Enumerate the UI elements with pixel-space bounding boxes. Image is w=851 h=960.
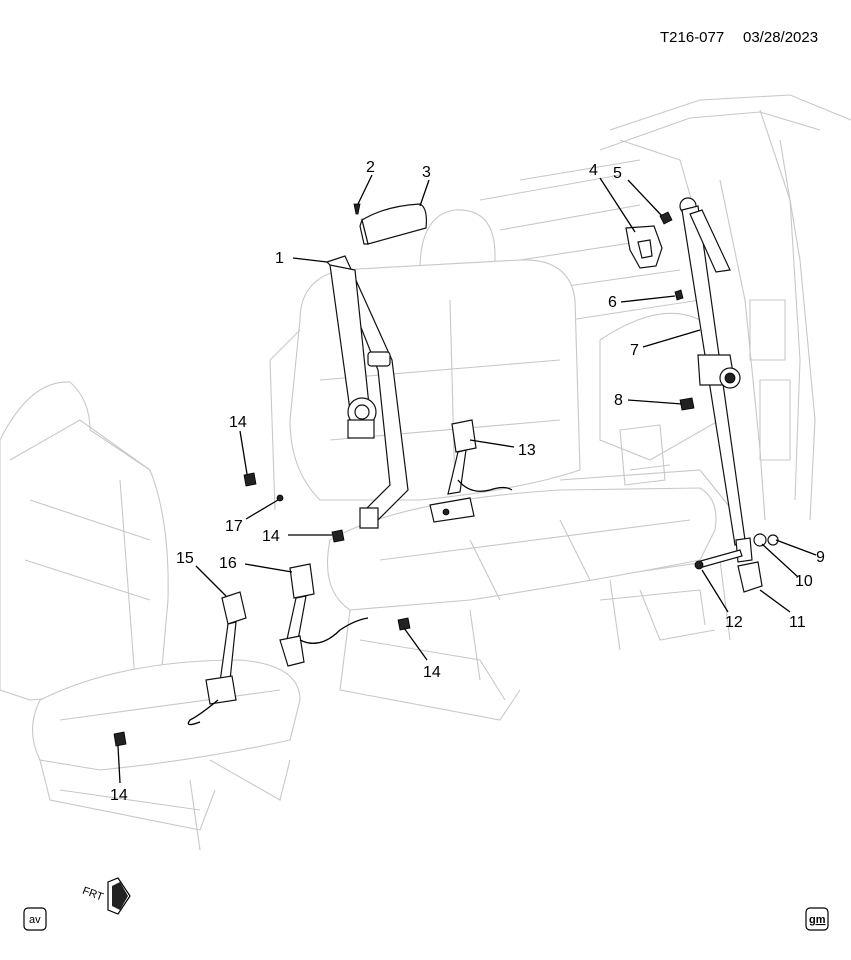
drawing-id: T216-077 (660, 29, 724, 46)
callout-14: 14 (229, 414, 247, 431)
front-seat-illustration (0, 381, 301, 851)
badge-gm: gm (805, 907, 829, 931)
callout-5: 5 (613, 165, 622, 182)
callout-8: 8 (614, 392, 623, 409)
callout-3: 3 (422, 164, 431, 181)
drawing-date: 03/28/2023 (743, 29, 818, 46)
callout-11: 11 (789, 614, 806, 631)
buckle-15-part (187, 591, 247, 726)
bolts (113, 472, 411, 747)
callout-6: 6 (608, 294, 617, 311)
callout-10: 10 (795, 573, 813, 590)
callout-7: 7 (630, 342, 639, 359)
callout-4: 4 (589, 162, 598, 179)
callout-17: 17 (225, 518, 243, 535)
callout-13: 13 (518, 442, 536, 459)
svg-text:gm: gm (809, 914, 826, 926)
callout-12: 12 (725, 614, 743, 631)
badge-av: av (23, 907, 47, 931)
callout-2: 2 (366, 159, 375, 176)
front-direction-arrow: FRT (81, 877, 131, 915)
callout-15: 15 (176, 550, 194, 567)
center-buckle-part (429, 419, 513, 523)
right-belt-assembly (679, 197, 779, 593)
callout-16: 16 (219, 555, 237, 572)
trim-cover-part (353, 203, 427, 245)
svg-text:av: av (29, 914, 41, 926)
center-belt-assembly (325, 255, 409, 529)
callout-1: 1 (275, 250, 284, 267)
front-label: FRT (81, 885, 105, 904)
buckle-16-part (279, 563, 369, 667)
leader-lines (117, 174, 817, 784)
callout-14: 14 (110, 787, 128, 804)
callout-numbers: 1 2 3 4 5 6 7 8 9 10 11 12 13 14 14 14 1… (110, 159, 825, 804)
callout-14: 14 (262, 528, 280, 545)
callout-9: 9 (816, 549, 825, 566)
d-ring-cover-part (625, 211, 684, 301)
callout-14: 14 (423, 664, 441, 681)
